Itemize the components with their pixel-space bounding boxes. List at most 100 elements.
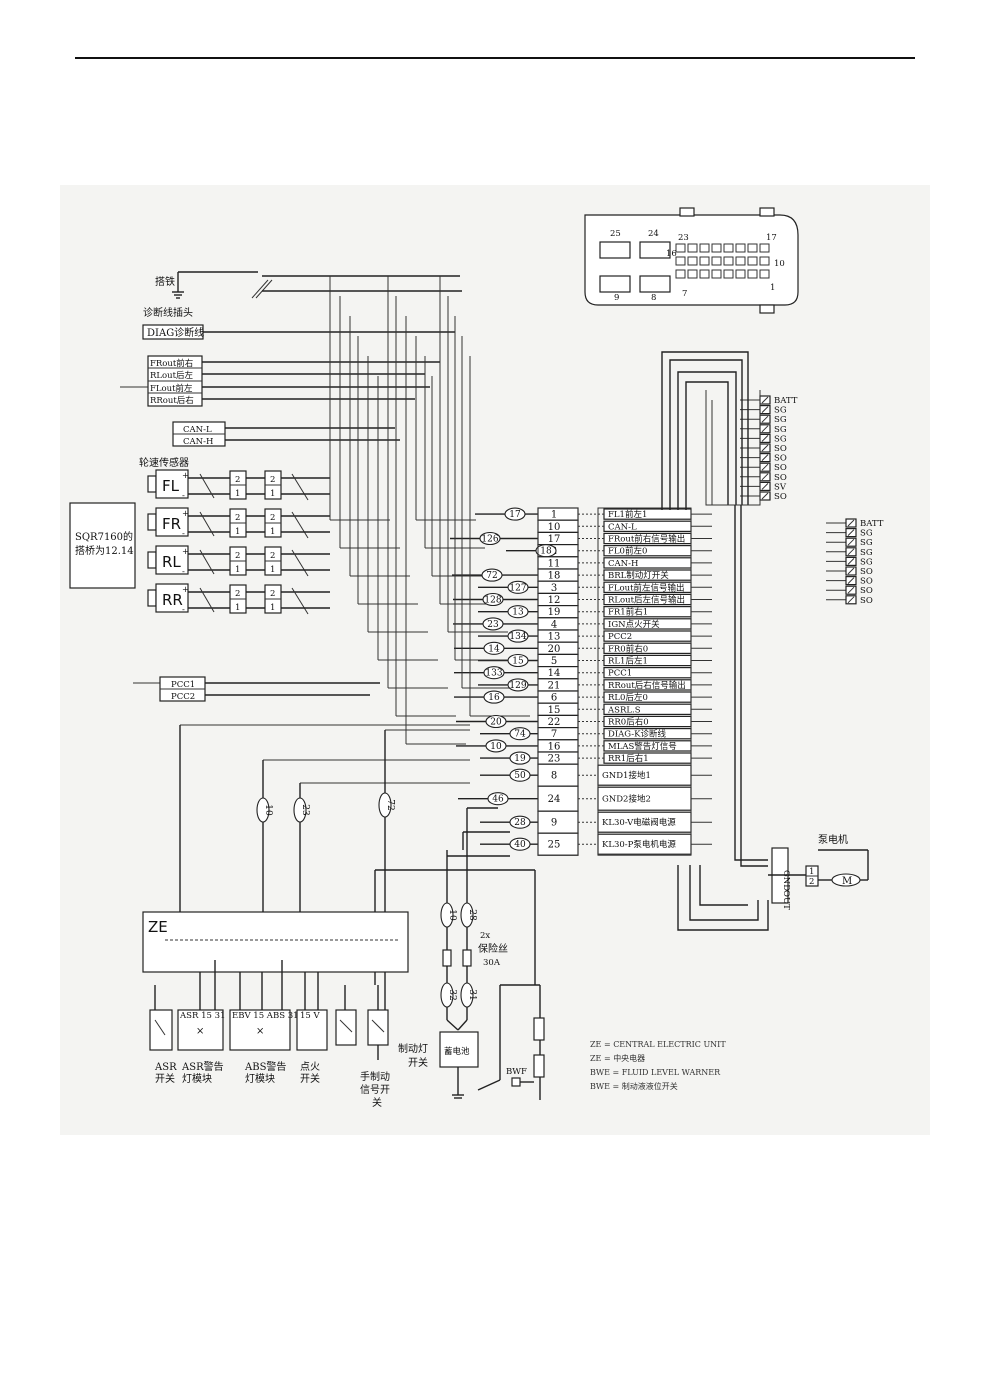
battery-label: 蓄电池 bbox=[444, 1046, 470, 1057]
wire-number: 126 bbox=[481, 535, 498, 545]
pin-number: 6 bbox=[551, 693, 557, 704]
sensor-plug-pin: 1 bbox=[235, 527, 240, 537]
brake-light-line1: 制动灯 bbox=[398, 1042, 428, 1055]
pin-number: 21 bbox=[548, 680, 561, 691]
asr-switch-line2: 开关 bbox=[155, 1072, 175, 1085]
pin-function: CAN-H bbox=[608, 559, 638, 569]
pin-function: IGN点火开关 bbox=[608, 619, 660, 630]
pin-function: KL30-P泵电机电源 bbox=[602, 839, 676, 850]
sensor-plug-pin: 2 bbox=[270, 475, 275, 485]
cavity-10: 10 bbox=[774, 259, 785, 269]
legend-1: ZE = CENTRAL ELECTRIC UNIT bbox=[590, 1040, 726, 1049]
sensor-plus: + bbox=[182, 547, 189, 557]
diag-label: DIAG诊断线 bbox=[147, 326, 204, 339]
wire-number: 16 bbox=[488, 693, 500, 703]
asr-module-top: ASR 15 31 bbox=[179, 1011, 225, 1021]
valve-label: SG bbox=[860, 548, 873, 558]
sensor-plug-pin: 1 bbox=[270, 489, 275, 499]
sensor-mount bbox=[147, 589, 157, 607]
sensor-plug-pin: 1 bbox=[235, 489, 240, 499]
pin-function: CAN-L bbox=[608, 522, 637, 532]
out-rl-label: RLout后左 bbox=[150, 370, 194, 381]
wire-number: 46 bbox=[492, 795, 504, 805]
wire-tag bbox=[504, 507, 526, 521]
sensor-minus: - bbox=[182, 491, 185, 501]
wire-number: 23 bbox=[487, 620, 499, 630]
valve-label: SG bbox=[860, 529, 873, 539]
pin-cell bbox=[537, 785, 579, 812]
pin-number: 8 bbox=[551, 771, 557, 782]
pin-function: RL0后左0 bbox=[608, 692, 648, 703]
sensor-plug-pin: 1 bbox=[235, 603, 240, 613]
valve-label: SG bbox=[774, 406, 787, 416]
handbrake-line1: 手制动 bbox=[360, 1070, 390, 1083]
pin-number: 1 bbox=[551, 510, 557, 521]
pin-function: FR0前右0 bbox=[608, 643, 648, 654]
pump-pin-2: 2 bbox=[809, 877, 814, 887]
wheel-sensor-section: 轮速传感器 SQR7160的 搭桥为12.14 FL+-2121FR+-2121… bbox=[69, 456, 330, 615]
pin-number: 22 bbox=[548, 717, 561, 728]
wire-number: 134 bbox=[509, 632, 526, 642]
pin-number: 13 bbox=[548, 632, 561, 643]
sensor-plug-pin: 2 bbox=[270, 551, 275, 561]
pin-number: 18 bbox=[548, 571, 561, 582]
ign-line2: 开关 bbox=[300, 1072, 320, 1085]
sensor-rl-label: RL bbox=[162, 553, 181, 571]
wire-number: 74 bbox=[514, 730, 526, 740]
valve-label: SG bbox=[774, 415, 787, 425]
sensor-minus: - bbox=[182, 605, 185, 615]
asr-switch-line1: ASR bbox=[154, 1062, 177, 1073]
handbrake-line3: 关 bbox=[372, 1096, 382, 1109]
pin-function: BRL制动灯开关 bbox=[608, 570, 669, 581]
pin-cell bbox=[537, 507, 579, 521]
vwire-23: 23 bbox=[300, 804, 310, 816]
cavity-slot bbox=[687, 269, 698, 279]
sensor-plug-pin: 1 bbox=[235, 565, 240, 575]
legend: ZE = CENTRAL ELECTRIC UNIT ZE = 中央电器 BWE… bbox=[590, 1040, 726, 1091]
pin-number: 20 bbox=[548, 644, 561, 655]
can-h-label: CAN-H bbox=[183, 437, 213, 447]
pin-number: 17 bbox=[548, 534, 561, 545]
pin-number: 14 bbox=[548, 668, 561, 679]
sensor-plug-pin: 1 bbox=[270, 527, 275, 537]
pin-number: 25 bbox=[548, 840, 561, 851]
cavity-slot bbox=[699, 256, 710, 266]
wire-tag bbox=[507, 678, 529, 692]
wire-tag bbox=[507, 629, 529, 643]
wire-number: 133 bbox=[485, 669, 502, 679]
diag-heading: 诊断线插头 bbox=[143, 306, 193, 319]
cavity-slot bbox=[711, 243, 722, 253]
pin-function: RLout后左信号输出 bbox=[608, 595, 685, 606]
wire-tag bbox=[509, 751, 531, 765]
pump-out: OUT bbox=[781, 890, 791, 910]
cavity-slot bbox=[675, 269, 686, 279]
pin-cell bbox=[537, 617, 579, 631]
pin-number: 19 bbox=[548, 607, 561, 618]
ze-block: ZE ASR 开关 ASR 15 31 × ASR警告 灯模块 EBV 15 A… bbox=[142, 911, 428, 1109]
wire-tag bbox=[483, 666, 505, 680]
fuse-wire-10: 10 bbox=[447, 909, 457, 921]
pin-number: 24 bbox=[548, 794, 561, 805]
cavity-slot bbox=[747, 243, 758, 253]
cavity-slot bbox=[723, 243, 734, 253]
sensor-plug-pin: 2 bbox=[235, 589, 240, 599]
cavity-slot bbox=[723, 256, 734, 266]
wire-tag bbox=[481, 568, 503, 582]
fuse-wire-28: 28 bbox=[467, 909, 477, 921]
wire-number: 15 bbox=[512, 657, 524, 667]
cavity-1: 1 bbox=[770, 283, 775, 293]
valve-label: SO bbox=[774, 492, 787, 502]
wire-number: 14 bbox=[488, 644, 500, 654]
fuse-label-3: 30A bbox=[483, 958, 501, 968]
valve-label: SO bbox=[774, 454, 787, 464]
wire-tag bbox=[482, 592, 504, 607]
wire-number: 127 bbox=[509, 583, 526, 593]
wire-tag bbox=[509, 815, 531, 829]
sensor-body bbox=[155, 469, 189, 499]
cavity-slot bbox=[735, 243, 746, 253]
pcc1-label: PCC1 bbox=[171, 680, 195, 690]
sensor-plug-pin: 2 bbox=[235, 475, 240, 485]
pin-column-outline bbox=[537, 507, 579, 856]
cavity-slot bbox=[735, 256, 746, 266]
fuse-label-2: 保险丝 bbox=[478, 942, 508, 955]
